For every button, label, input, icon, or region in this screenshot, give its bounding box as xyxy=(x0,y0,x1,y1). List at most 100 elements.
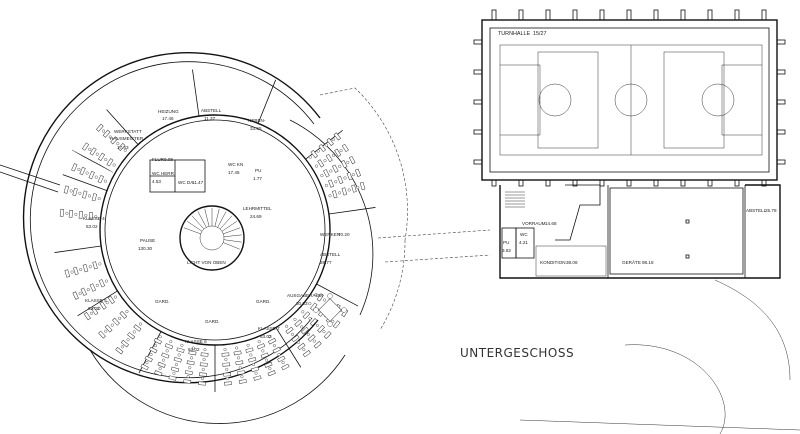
desk xyxy=(83,312,91,321)
desk xyxy=(333,132,342,141)
desk xyxy=(183,379,192,384)
chair xyxy=(120,345,124,349)
chair xyxy=(265,358,269,362)
court-left-circle xyxy=(538,83,572,117)
chair xyxy=(84,214,88,218)
pilaster xyxy=(776,129,786,135)
desk xyxy=(64,269,71,278)
chair xyxy=(240,375,244,379)
chair xyxy=(98,262,102,266)
chair xyxy=(291,332,295,336)
light-well xyxy=(179,205,245,271)
desk xyxy=(253,375,262,381)
chair xyxy=(118,316,122,320)
desk xyxy=(106,158,114,167)
chair xyxy=(324,183,328,187)
chair xyxy=(328,194,332,198)
classroom-desks xyxy=(59,123,366,386)
desk xyxy=(80,287,87,296)
desk xyxy=(346,172,353,181)
chair xyxy=(89,311,93,315)
chair xyxy=(102,129,106,133)
pilaster xyxy=(734,179,740,187)
chair xyxy=(94,175,98,179)
chair xyxy=(285,324,289,328)
radial-wall xyxy=(77,290,118,317)
desk xyxy=(341,143,349,153)
desk xyxy=(223,372,232,377)
label-pause-area: 130.30 xyxy=(138,246,152,251)
desk xyxy=(92,261,98,270)
chair xyxy=(85,171,89,175)
label-wc-herren: WC HERR xyxy=(152,171,175,176)
spiral-stairs xyxy=(183,208,242,250)
chair xyxy=(323,298,327,302)
stair-step xyxy=(197,211,207,228)
desk xyxy=(250,366,260,373)
pilaster xyxy=(545,9,551,21)
desk xyxy=(325,153,333,163)
chair xyxy=(249,353,253,357)
desk xyxy=(328,179,335,188)
pilaster xyxy=(776,159,786,165)
label-abstell2: ABSTELL xyxy=(320,252,341,257)
desk xyxy=(316,293,324,302)
chair xyxy=(116,142,120,146)
label-werkstatt-area: 17.43 xyxy=(117,145,129,150)
label-werkstatt: WERKSTATT xyxy=(114,129,142,134)
desk xyxy=(323,169,330,178)
desk xyxy=(98,330,106,339)
desk xyxy=(98,279,106,288)
desk xyxy=(317,324,325,333)
pilaster xyxy=(572,9,578,21)
outer-wall-inner-line xyxy=(29,61,315,379)
chair xyxy=(301,310,305,314)
desk xyxy=(332,164,339,173)
radial-wall xyxy=(62,174,108,192)
desk xyxy=(267,370,276,377)
wc-room xyxy=(515,227,535,259)
desk xyxy=(326,137,334,146)
chair xyxy=(188,366,192,370)
label-turnhalle: TURNHALLE xyxy=(498,31,530,37)
pilaster xyxy=(776,99,786,105)
stair-step xyxy=(223,239,242,243)
desk xyxy=(285,326,294,334)
chair xyxy=(191,346,195,350)
chair xyxy=(320,174,324,178)
round-building xyxy=(0,52,491,424)
court-left-zone xyxy=(537,51,599,149)
konditor-room xyxy=(535,245,607,277)
chair xyxy=(158,335,162,339)
desk xyxy=(107,295,115,304)
chair xyxy=(272,344,276,348)
label-wc-herren-area: 4.53 xyxy=(152,179,161,184)
desk xyxy=(186,360,195,366)
chair xyxy=(190,356,194,360)
chair xyxy=(223,348,227,352)
ausgabe-table xyxy=(313,293,347,327)
desk xyxy=(120,339,129,348)
chair xyxy=(172,371,176,375)
pilaster xyxy=(761,179,767,187)
chair xyxy=(94,215,98,219)
pilaster xyxy=(707,179,713,187)
chair xyxy=(252,363,256,367)
radial-wall xyxy=(54,245,102,253)
site-line xyxy=(519,419,800,431)
desk xyxy=(173,357,182,363)
pilaster xyxy=(680,9,686,21)
chair xyxy=(351,173,355,177)
chair xyxy=(77,167,81,171)
desk xyxy=(310,150,318,159)
gym-inner xyxy=(489,27,770,173)
chair xyxy=(97,306,101,310)
path-line xyxy=(0,164,61,186)
label-lehrmittel: LEHRMITTEL xyxy=(243,206,272,211)
label-heizung: HEIZUNG xyxy=(158,109,179,114)
label-wc-kn: WC KN xyxy=(228,162,243,167)
stair-step xyxy=(223,242,240,250)
label-klasse5: KLASSE 5 xyxy=(85,298,107,303)
chair xyxy=(261,349,265,353)
desk xyxy=(59,208,65,217)
